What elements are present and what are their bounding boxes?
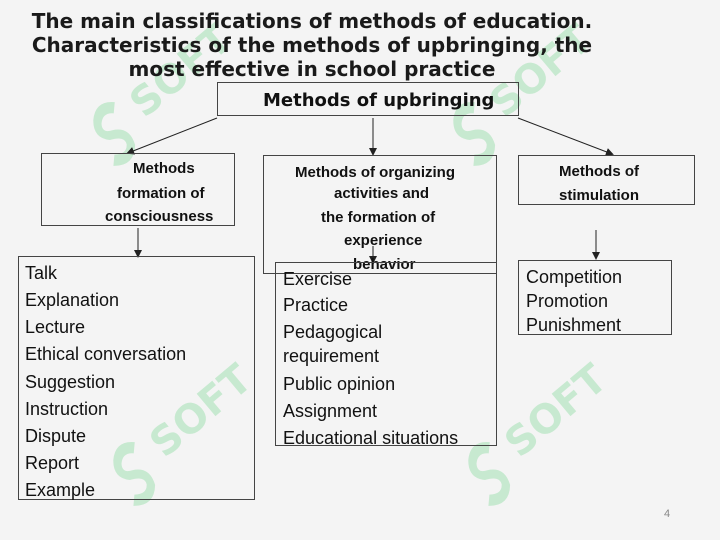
title-line-3: most effective in school practice	[128, 57, 496, 81]
category-activities-line-2: activities and	[334, 185, 430, 202]
category-consciousness-line-2: formation of	[117, 185, 205, 202]
list-item: Lecture	[25, 317, 86, 337]
category-consciousness-line-3: consciousness	[105, 208, 214, 225]
category-consciousness-box: Methods formation of consciousness	[41, 153, 235, 226]
watermark-glyph	[468, 441, 511, 506]
title-line-1: The main classifications of methods of e…	[31, 9, 593, 33]
root-box: Methods of upbringing	[217, 82, 519, 116]
list-item: Public opinion	[283, 374, 396, 394]
page-number: 4	[664, 508, 671, 520]
category-activities-line-5: behavior	[353, 256, 416, 273]
category-activities-line-4: experience	[344, 232, 423, 249]
list-item: Instruction	[25, 399, 109, 419]
list-item: requirement	[283, 346, 380, 366]
category-activities-box: Methods of organizing activities and the…	[263, 155, 497, 274]
list-item: Educational situations	[283, 428, 459, 448]
watermark-glyph	[113, 441, 156, 506]
list-consciousness: Talk Explanation Lecture Ethical convers…	[18, 256, 255, 500]
list-stimulation: Competition Promotion Punishment	[518, 260, 672, 335]
list-activities: Exercise Practice Pedagogical requiremen…	[275, 262, 497, 448]
list-item: Competition	[526, 267, 623, 287]
category-activities-line-1: Methods of organizing	[295, 164, 455, 181]
category-stimulation-line-2: stimulation	[559, 187, 640, 204]
list-item: Report	[25, 453, 80, 473]
list-item: Talk	[25, 263, 58, 283]
list-item: Assignment	[283, 401, 378, 421]
category-consciousness-line-1: Methods	[133, 160, 195, 177]
category-activities-line-3: the formation of	[321, 209, 436, 226]
watermark-glyph	[453, 101, 496, 166]
category-stimulation-box: Methods of stimulation	[518, 155, 695, 205]
list-item: Practice	[283, 295, 349, 315]
category-stimulation-line-1: Methods of	[559, 163, 639, 180]
list-item: Promotion	[526, 291, 609, 311]
list-item: Explanation	[25, 290, 120, 310]
list-item: Punishment	[526, 315, 622, 335]
watermark-text: SOFT	[496, 355, 616, 466]
list-item: Example	[25, 480, 96, 500]
root-label: Methods of upbringing	[263, 90, 495, 111]
list-item: Dispute	[25, 426, 87, 446]
title-line-2: Characteristics of the methods of upbrin…	[31, 33, 593, 57]
list-item: Ethical conversation	[25, 344, 187, 364]
list-item: Exercise	[283, 269, 353, 289]
list-item: Pedagogical	[283, 322, 383, 342]
watermark-glyph	[93, 101, 136, 166]
list-item: Suggestion	[25, 372, 116, 392]
